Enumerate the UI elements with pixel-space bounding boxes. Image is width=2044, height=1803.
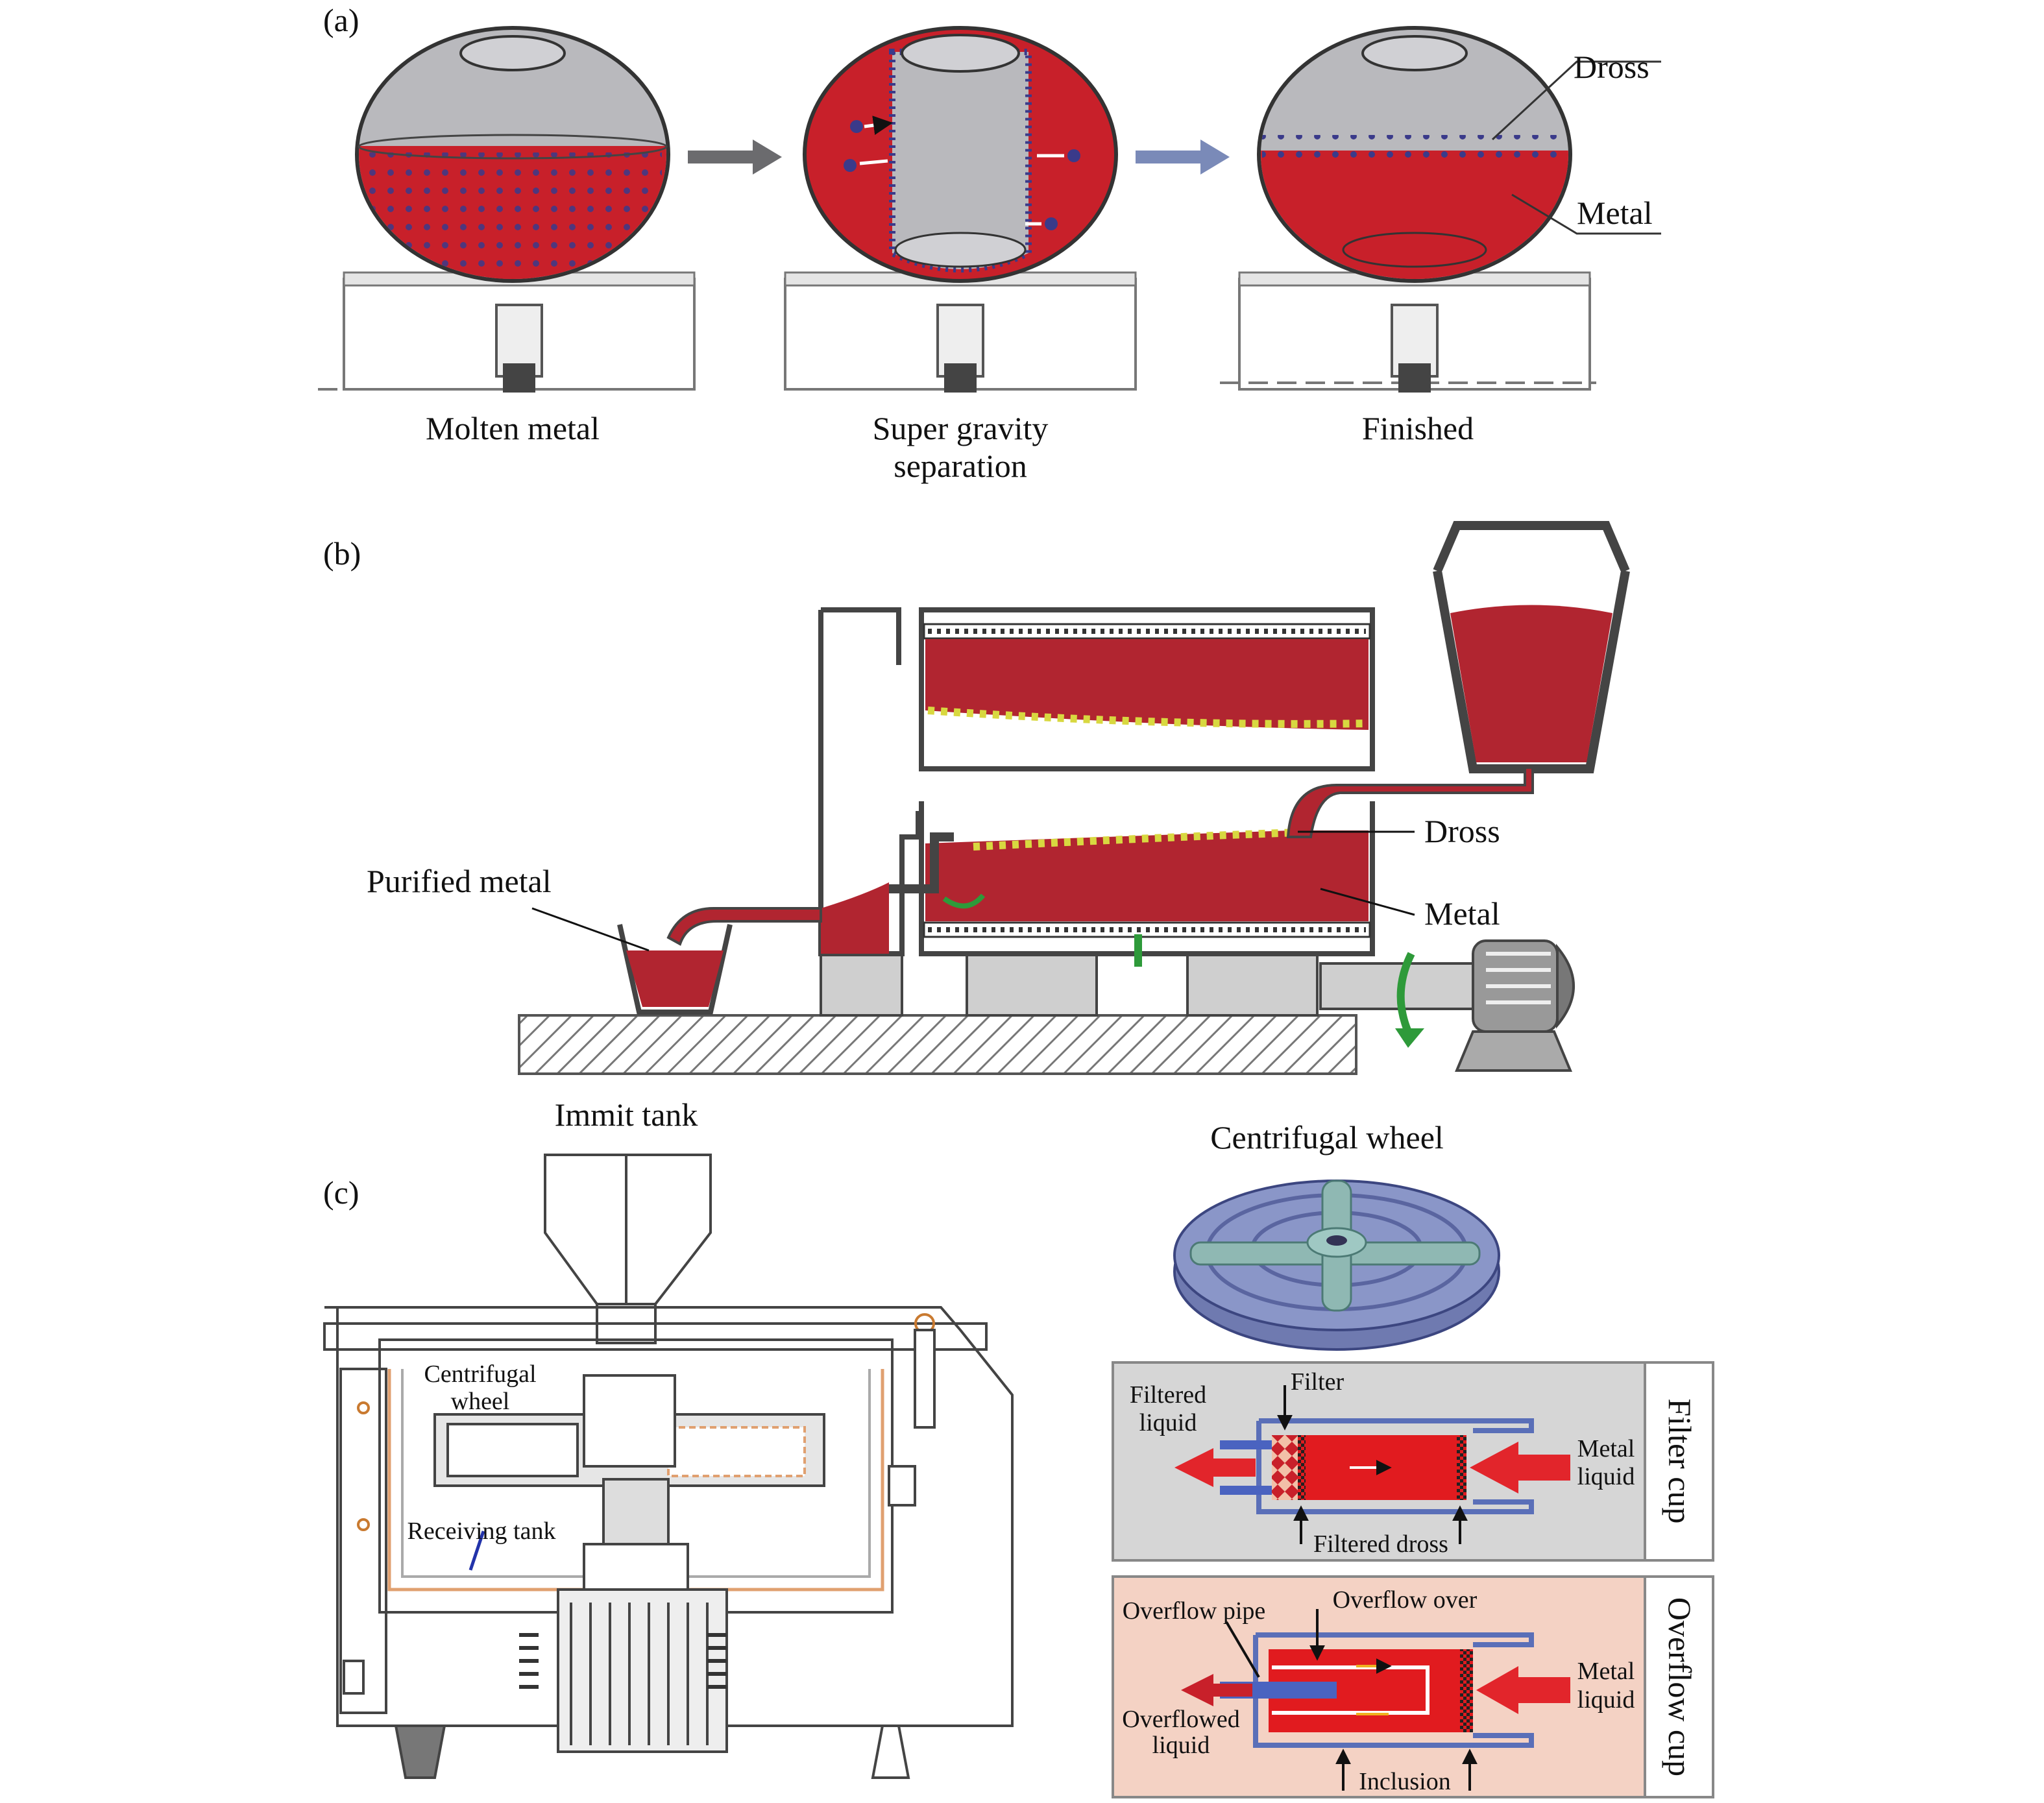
label-overflowed-liquid-2: liquid [1152, 1732, 1210, 1759]
panel-c: (c) Immit tank [323, 1096, 1714, 1798]
label-overflow-pipe: Overflow pipe [1123, 1597, 1266, 1625]
label-metal-a: Metal [1577, 195, 1653, 231]
panel-b: (b) [323, 521, 1630, 1075]
label-super-gravity-1: Super gravity [873, 410, 1049, 446]
filtered-liquid-arrow [1174, 1448, 1256, 1487]
label-super-gravity-2: separation [894, 448, 1027, 484]
label-receiving-tank: Receiving tank [408, 1518, 556, 1545]
label-filtered-dross: Filtered dross [1313, 1531, 1448, 1558]
motor [1319, 939, 1575, 1072]
purified-cup [617, 907, 822, 1015]
lower-tray [889, 801, 1375, 967]
upper-tray [919, 607, 1375, 771]
label-centrifugal-wheel: Centrifugal wheel [1210, 1119, 1444, 1156]
label-overflowed-liquid-1: Overflowed [1122, 1706, 1239, 1733]
metal-liquid-arrow-filter [1470, 1442, 1570, 1494]
label-filtered-liquid-1: Filtered [1130, 1381, 1206, 1409]
overflow-cup: Overflow cup Overflow pipe Overflow over… [1112, 1575, 1714, 1798]
panel-a: (a) [318, 2, 1661, 484]
machine-drawing [323, 1154, 1014, 1779]
label-overflow-over: Overflow over [1333, 1586, 1478, 1614]
label-inclusion: Inclusion [1359, 1768, 1450, 1795]
filter-cup: Filter cup Filtered liquid Filter Metal … [1112, 1361, 1714, 1562]
stage-arrow-2 [1136, 139, 1230, 175]
panel-c-label: (c) [323, 1174, 359, 1211]
label-metal-b: Metal [1424, 895, 1500, 932]
base-ground [518, 1014, 1357, 1075]
overflowed-liquid-arrow [1181, 1674, 1252, 1706]
label-finished: Finished [1362, 410, 1474, 446]
ladle [1286, 521, 1630, 838]
label-dross-a: Dross [1574, 49, 1649, 85]
label-filtered-liquid-2: liquid [1139, 1409, 1197, 1436]
label-centrifugal-wheel-drawing-1: Centrifugal [424, 1361, 536, 1388]
label-molten-metal: Molten metal [426, 410, 600, 446]
label-immit-tank: Immit tank [555, 1096, 698, 1133]
label-centrifugal-wheel-drawing-2: wheel [451, 1388, 510, 1415]
label-metal-liquid-filter-2: liquid [1577, 1463, 1635, 1490]
vessel-molten [318, 26, 696, 393]
panel-a-label: (a) [323, 2, 359, 38]
stage-arrow-1 [688, 139, 782, 175]
metal-liquid-arrow-overflow [1476, 1666, 1570, 1714]
centrifugal-wheel [1173, 1180, 1500, 1351]
label-filter-cup: Filter cup [1662, 1398, 1698, 1523]
label-dross-b: Dross [1424, 813, 1500, 849]
panel-b-label: (b) [323, 535, 361, 572]
label-filter: Filter [1291, 1368, 1344, 1396]
label-metal-liquid-overflow-2: liquid [1577, 1686, 1635, 1713]
label-metal-liquid-filter-1: Metal [1577, 1435, 1635, 1462]
label-purified-metal: Purified metal [367, 863, 552, 899]
label-metal-liquid-overflow-1: Metal [1577, 1658, 1635, 1685]
label-overflow-cup: Overflow cup [1662, 1597, 1698, 1776]
vessel-separation [784, 26, 1137, 393]
